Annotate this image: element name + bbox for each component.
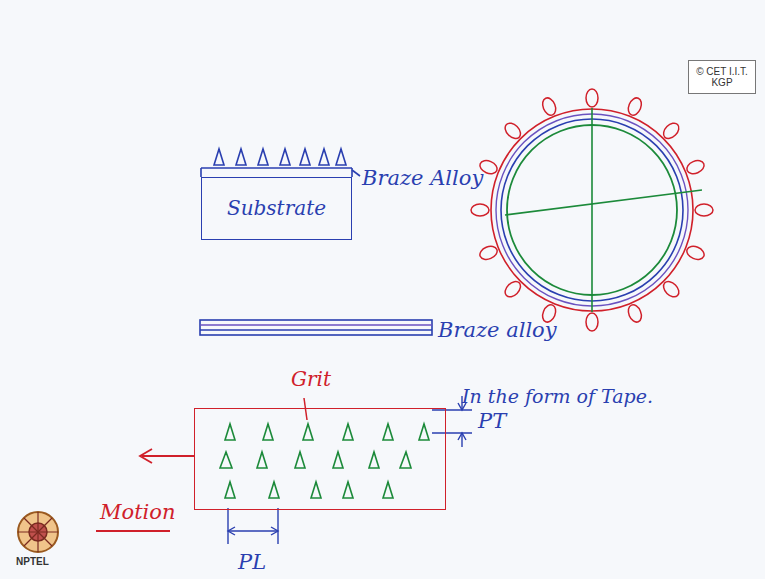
box-text: Substrate — [227, 197, 326, 220]
watermark-box: © CET I.I.T. KGP — [688, 60, 756, 94]
part-label: Grit — [291, 367, 331, 391]
brazed-wheel — [471, 89, 713, 331]
braze-tape — [200, 320, 432, 335]
box-text: © CET I.I.T. KGP — [689, 66, 755, 89]
substrate-box: Substrate — [201, 177, 352, 240]
logo-text: NPTEL — [16, 556, 49, 567]
dimension-label: PL — [238, 550, 266, 574]
pitch-dimension — [228, 508, 278, 544]
part-label: Braze alloy — [438, 318, 557, 342]
logo — [18, 512, 58, 552]
grit-pattern — [220, 424, 429, 498]
dimension-label: PT — [478, 409, 506, 433]
part-label: Braze Alloy — [362, 166, 483, 190]
leader-line — [304, 398, 307, 420]
grit-panel: Grit — [194, 408, 446, 510]
note: In the form of Tape. — [462, 385, 653, 407]
brazed-substrate — [201, 149, 360, 177]
motion-label: Motion — [100, 500, 175, 524]
motion-arrow — [96, 449, 194, 531]
